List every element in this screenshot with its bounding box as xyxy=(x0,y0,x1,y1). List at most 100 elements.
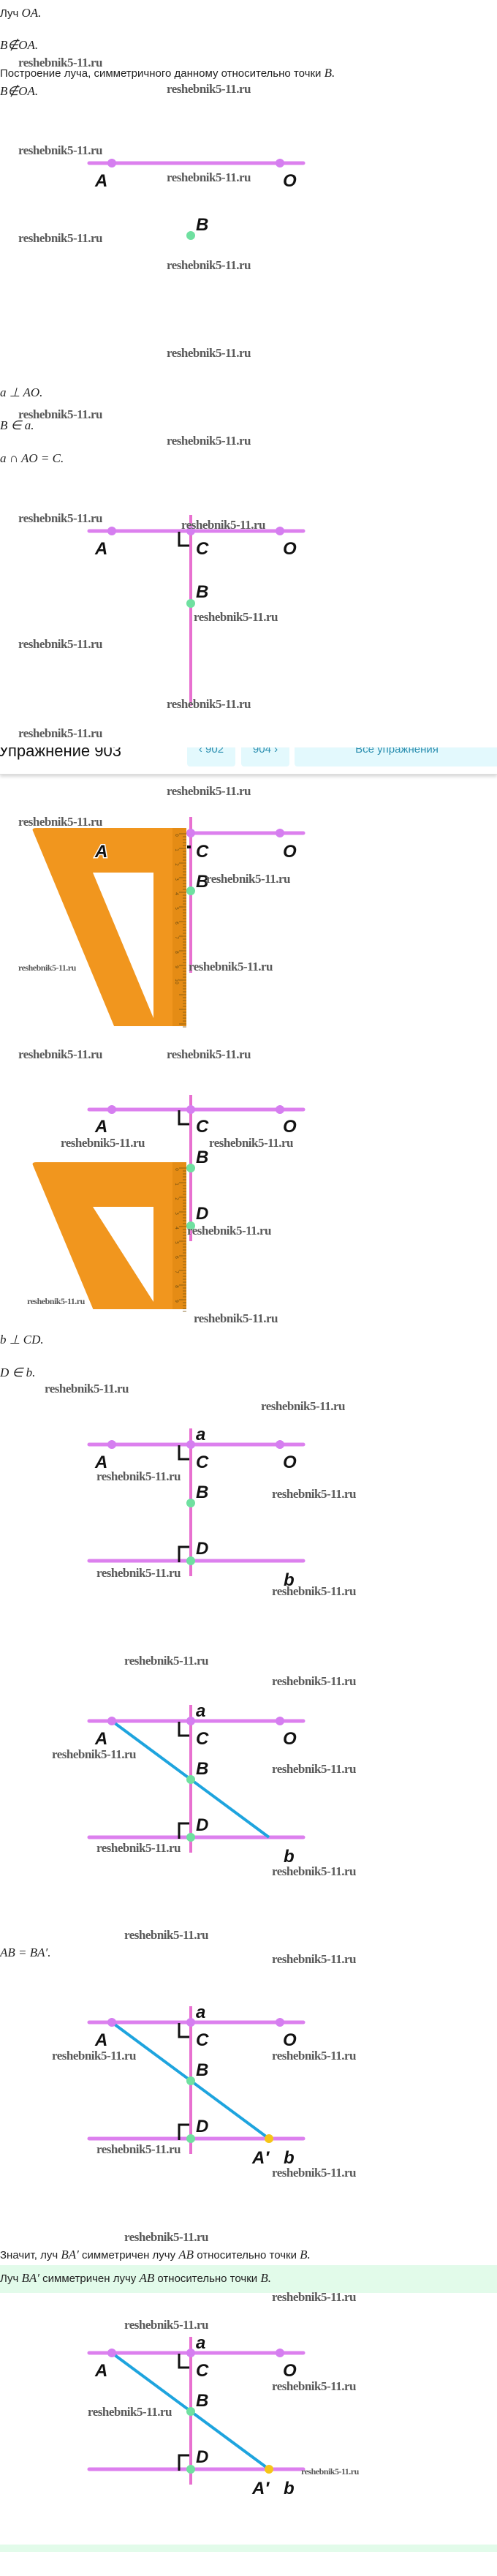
label-D: D xyxy=(196,2447,208,2467)
watermark: reshebnik5-11.ru xyxy=(124,1654,208,1668)
label-B: B xyxy=(196,582,208,602)
watermark: reshebnik5-11.ru xyxy=(167,1047,251,1061)
label-D: D xyxy=(196,1815,208,1835)
label-O: O xyxy=(283,842,297,862)
ruler-tick-label: 9 xyxy=(174,1300,179,1303)
watermark: reshebnik5-11.ru xyxy=(272,2166,356,2180)
right-angle-mark xyxy=(178,2354,189,2369)
label-line-b: b xyxy=(284,1847,295,1867)
watermark: reshebnik5-11.ru xyxy=(189,960,273,973)
label-A: A xyxy=(94,171,107,191)
text-fragment: относительно точки xyxy=(194,2249,300,2261)
text-fragment: симметричен лучу xyxy=(78,2249,179,2261)
math-expression: a ⊥ AO. xyxy=(0,385,43,399)
label-A: A xyxy=(94,842,107,862)
next-exercise-button[interactable]: 904 › xyxy=(241,747,289,767)
text-fragment: симметричен лучу xyxy=(39,2272,140,2285)
ruler-tick-label: 3 xyxy=(174,1212,179,1215)
watermark: reshebnik5-11.ru xyxy=(167,258,251,272)
watermark: reshebnik5-11.ru xyxy=(181,518,265,532)
watermark: reshebnik5-11.ru xyxy=(272,1487,356,1501)
label-C: C xyxy=(196,2030,209,2050)
label-C: C xyxy=(196,842,209,862)
watermark: reshebnik5-11.ru xyxy=(18,511,102,525)
label-B: B xyxy=(196,1148,208,1167)
math-expression: AB xyxy=(178,2248,194,2261)
watermark: reshebnik5-11.ru xyxy=(18,1047,102,1061)
point-D xyxy=(186,1221,195,1230)
label-C: C xyxy=(196,2361,209,2381)
ruler-tick-label: 2 xyxy=(174,1197,179,1200)
right-angle-mark xyxy=(178,1445,189,1461)
watermark: reshebnik5-11.ru xyxy=(301,2466,359,2477)
math-expression: B ∈ a. xyxy=(0,418,34,432)
point-B xyxy=(186,1164,195,1172)
answer-strip xyxy=(0,2545,497,2552)
point-A-prime xyxy=(265,2134,273,2143)
watermark: reshebnik5-11.ru xyxy=(96,2142,181,2156)
label-O: O xyxy=(283,2030,297,2050)
right-angle-mark xyxy=(178,2454,189,2471)
point-D xyxy=(186,2134,195,2143)
watermark: reshebnik5-11.ru xyxy=(18,56,102,69)
label-A: A xyxy=(94,1729,107,1749)
watermark: reshebnik5-11.ru xyxy=(96,1841,181,1855)
right-angle-mark xyxy=(178,1722,189,1737)
right-angle-mark xyxy=(178,532,189,547)
ruler-tick-label: 2 xyxy=(174,863,179,866)
watermark: reshebnik5-11.ru xyxy=(272,2379,356,2393)
point-C xyxy=(186,1105,195,1114)
math-expression: B∉OA. xyxy=(0,38,39,52)
ruler-tick-label: 5 xyxy=(174,907,179,910)
math-expression: OA. xyxy=(21,6,42,20)
watermark: reshebnik5-11.ru xyxy=(272,1952,356,1966)
label-C: C xyxy=(196,1453,209,1472)
math-expression: BA′ xyxy=(21,2271,40,2285)
watermark: reshebnik5-11.ru xyxy=(167,434,251,448)
set-square-hole xyxy=(93,873,153,1018)
ruler-tick-label: 4 xyxy=(174,892,179,895)
text-fragment: Построение луча, симметричного данному о… xyxy=(0,67,325,80)
watermark: reshebnik5-11.ru xyxy=(272,1584,356,1598)
point-A xyxy=(107,2349,116,2357)
solution-text-line: AB = BA′. xyxy=(0,1946,50,1961)
watermark: reshebnik5-11.ru xyxy=(18,143,102,157)
watermark: reshebnik5-11.ru xyxy=(206,872,290,886)
answer-text: Луч BA′ симметричен лучу AB относительно… xyxy=(0,2271,271,2286)
watermark: reshebnik5-11.ru xyxy=(18,815,102,829)
point-B xyxy=(186,2407,195,2416)
point-C xyxy=(186,2349,195,2357)
solution-text-line: Построение луча, симметричного данному о… xyxy=(0,66,335,81)
point-C xyxy=(186,527,195,535)
math-expression: AB = BA′. xyxy=(0,1946,51,1959)
watermark: reshebnik5-11.ru xyxy=(18,637,102,651)
point-O xyxy=(276,2349,284,2357)
math-expression: B. xyxy=(260,2271,271,2285)
all-exercises-button[interactable]: Все упражнения xyxy=(295,747,497,767)
watermark: reshebnik5-11.ru xyxy=(167,170,251,184)
point-A xyxy=(107,159,116,167)
math-expression: B. xyxy=(300,2248,311,2261)
point-B xyxy=(186,886,195,895)
label-B: B xyxy=(196,1483,208,1502)
label-line-a: a xyxy=(196,1425,205,1445)
watermark: reshebnik5-11.ru xyxy=(88,2405,172,2419)
label-A: A xyxy=(94,539,107,559)
prev-exercise-button[interactable]: ‹ 902 xyxy=(187,747,235,767)
label-A: A xyxy=(94,1117,107,1137)
point-B xyxy=(186,231,195,240)
solution-text-line: Луч OA. xyxy=(0,6,41,21)
answer-box xyxy=(0,2265,497,2293)
watermark: reshebnik5-11.ru xyxy=(18,726,102,740)
point-C xyxy=(186,829,195,837)
watermark: reshebnik5-11.ru xyxy=(124,1928,208,1942)
point-A xyxy=(107,1440,116,1449)
point-D xyxy=(186,1833,195,1842)
label-D: D xyxy=(196,2117,208,2136)
point-B xyxy=(186,1499,195,1507)
label-A-prime: A′ xyxy=(251,2479,270,2498)
point-O xyxy=(276,1440,284,1449)
math-expression: AB xyxy=(139,2271,155,2285)
